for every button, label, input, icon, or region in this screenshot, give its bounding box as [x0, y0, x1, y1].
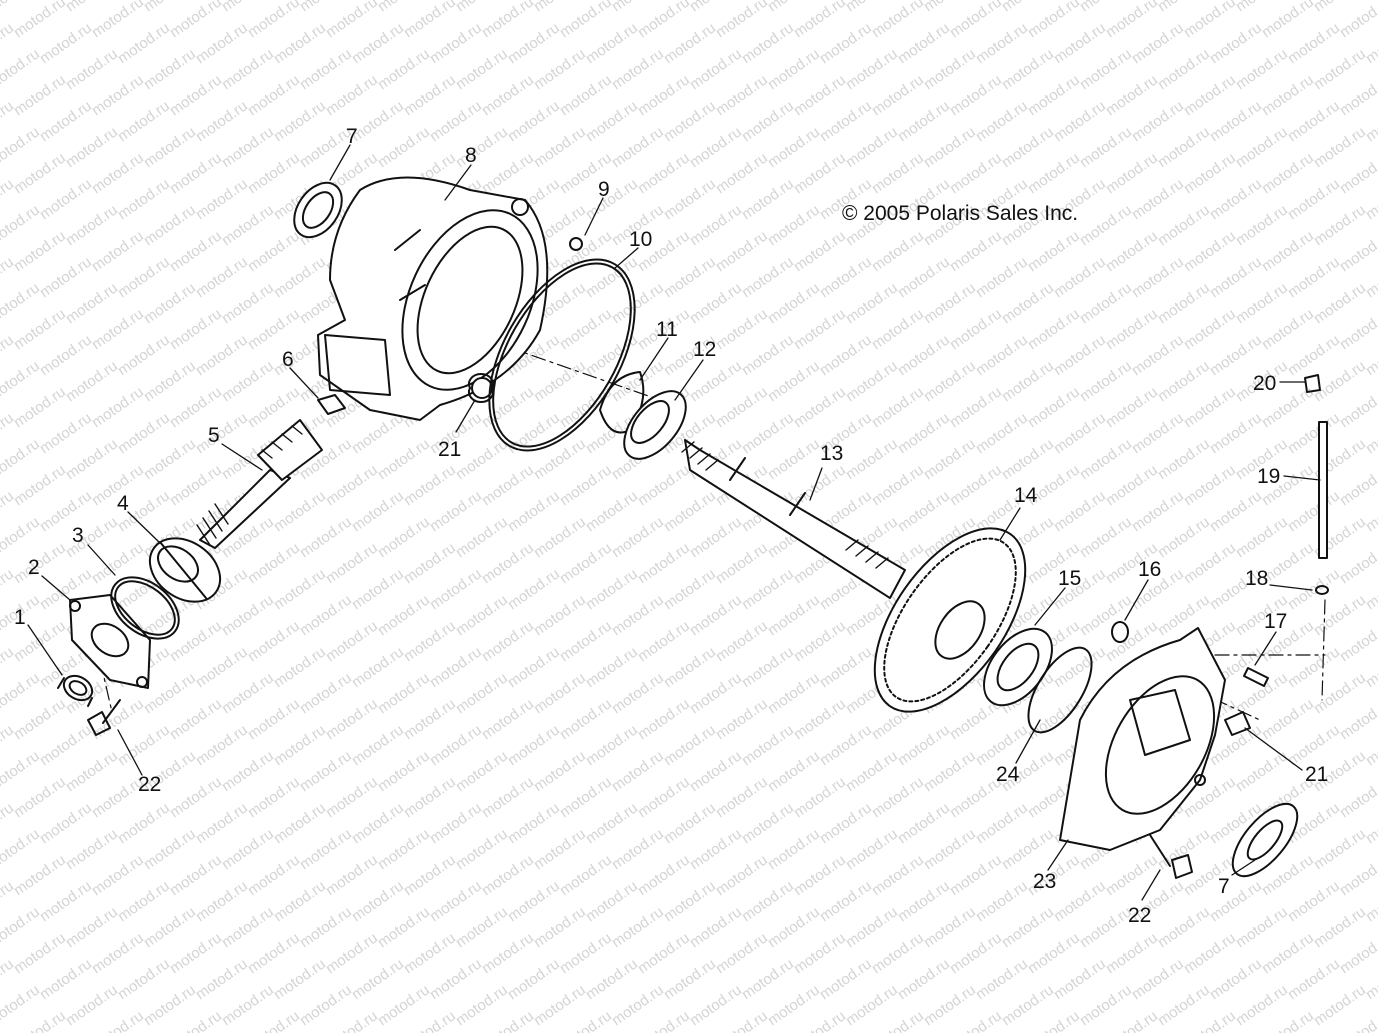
callout-2: 2 — [28, 556, 40, 579]
callout-24: 24 — [996, 763, 1020, 786]
callout-3: 3 — [72, 524, 84, 547]
callout-13: 13 — [820, 442, 843, 465]
callout-6: 6 — [282, 348, 294, 371]
part-14-ring-gear — [873, 527, 1027, 713]
part-12-bearing — [623, 390, 687, 460]
callout-10: 10 — [629, 228, 652, 251]
part-8-housing — [317, 176, 549, 421]
callout-7-lower: 7 — [1218, 875, 1230, 898]
callout-19: 19 — [1257, 465, 1280, 488]
callout-22-right: 22 — [1128, 904, 1151, 927]
callout-7: 7 — [346, 125, 358, 148]
callout-16: 16 — [1138, 558, 1161, 581]
callout-21-left: 21 — [438, 438, 461, 461]
part-19-rod — [1318, 421, 1328, 559]
callout-23: 23 — [1033, 870, 1056, 893]
callout-4: 4 — [117, 492, 129, 515]
callout-20: 20 — [1253, 372, 1276, 395]
copyright-notice: © 2005 Polaris Sales Inc. — [842, 202, 1079, 225]
callout-12: 12 — [693, 338, 716, 361]
part-21-nut-right — [1224, 711, 1251, 736]
part-23-cover-housing — [1059, 627, 1226, 851]
callout-1: 1 — [14, 606, 26, 629]
callout-8: 8 — [465, 144, 477, 167]
callout-17: 17 — [1264, 610, 1287, 633]
part-7-seal-lower — [1231, 802, 1299, 878]
part-17-dowel — [1243, 667, 1269, 687]
callout-15: 15 — [1058, 567, 1081, 590]
part-22-bolt-right — [1149, 834, 1193, 879]
part-22-bolt-left — [87, 699, 121, 736]
part-9-nut — [569, 237, 583, 251]
callout-9: 9 — [598, 178, 610, 201]
callout-21-right: 21 — [1305, 763, 1328, 786]
callout-22-left: 22 — [138, 773, 161, 796]
part-2-cover — [69, 594, 151, 689]
callout-11: 11 — [656, 318, 678, 341]
callout-5: 5 — [208, 424, 220, 447]
callout-18: 18 — [1245, 567, 1268, 590]
part-6-bushing — [317, 394, 346, 415]
part-18-washer — [1315, 585, 1329, 595]
part-16-oring — [1111, 621, 1129, 643]
part-13-output-shaft — [681, 439, 906, 599]
callout-14: 14 — [1014, 484, 1038, 507]
part-20-fitting — [1304, 374, 1321, 393]
part-1-seal — [57, 674, 94, 707]
